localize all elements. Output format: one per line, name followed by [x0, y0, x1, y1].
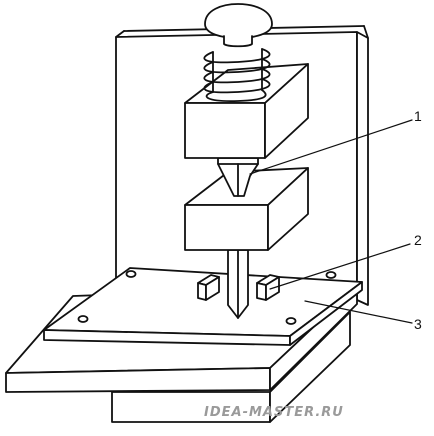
knob — [204, 3, 273, 48]
screw-hole-front-left — [77, 315, 89, 323]
upper-holder-block — [184, 63, 309, 159]
leader-line-2 — [269, 243, 411, 290]
watermark-text: IDEA-MASTER.RU — [204, 405, 344, 420]
leader-lines — [249, 119, 413, 324]
callouts: 1 2 3 — [414, 108, 422, 332]
screw-hole-back-left — [125, 270, 137, 278]
callout-label-2: 2 — [414, 232, 422, 248]
upper-punch — [217, 157, 259, 197]
lower-punch — [227, 249, 249, 319]
spring — [203, 48, 271, 102]
leader-line-1 — [249, 119, 413, 175]
screw-hole-front-right — [285, 317, 297, 325]
callout-label-1: 1 — [414, 108, 422, 124]
callout-label-3: 3 — [414, 316, 422, 332]
screw-hole-back-right — [325, 271, 337, 279]
table-support — [111, 311, 351, 423]
leader-line-3 — [304, 300, 413, 324]
guide-blocks — [197, 274, 280, 301]
